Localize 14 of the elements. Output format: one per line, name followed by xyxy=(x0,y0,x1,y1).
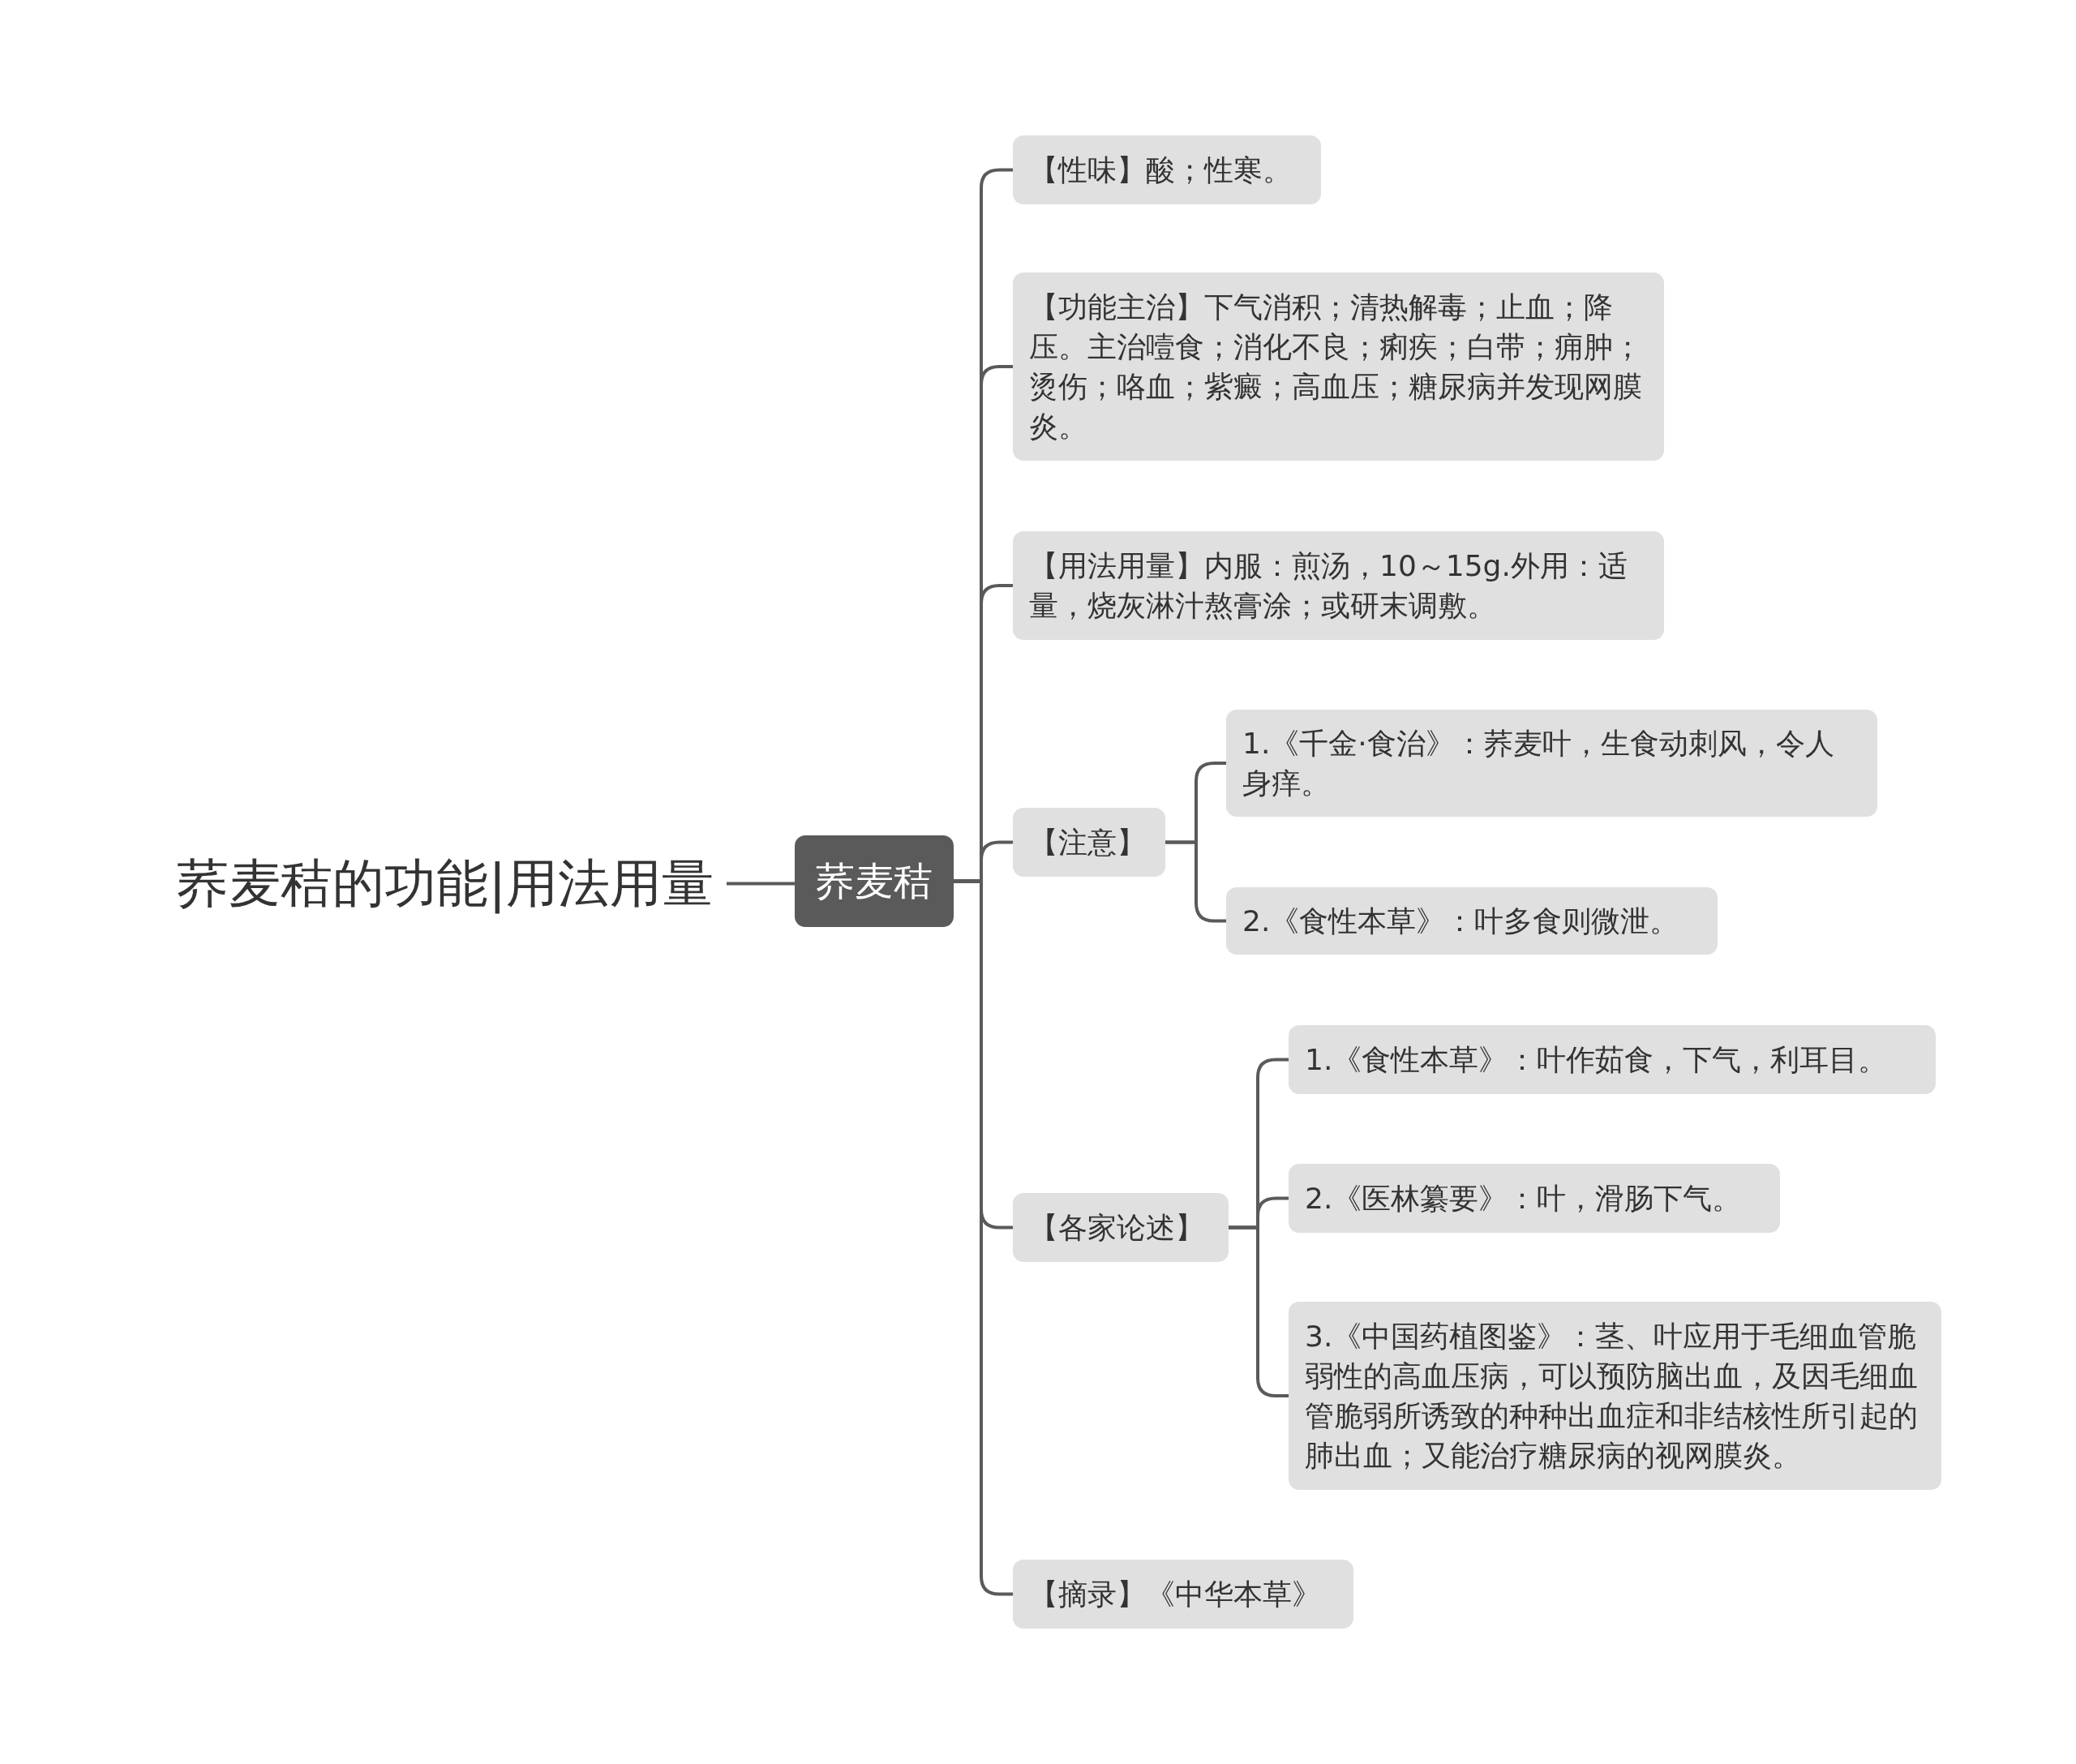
title-text: 荞麦秸的功能|用法用量 xyxy=(122,848,714,919)
subtopic-box: 1.《食性本草》：叶作茹食，下气，利耳目。 xyxy=(1289,1025,1936,1094)
topic-box: 【摘录】《中华本草》 xyxy=(1013,1560,1353,1629)
topic-box: 【用法用量】内服：煎汤，10～15g.外用：适量，烧灰淋汁熬膏涂；或研末调敷。 xyxy=(1013,531,1664,640)
subtopic-box: 3.《中国药植图鉴》：茎、叶应用于毛细血管脆弱性的高血压病，可以预防脑出血，及因毛细血管脆弱所诱致的种种出血症和非结核性所引起的肺出血；又能治疗糖尿病的视网膜炎。 xyxy=(1289,1302,1941,1490)
connector-line xyxy=(727,882,795,886)
topic-box: 【注意】 xyxy=(1013,808,1165,877)
subtopic-box: 2.《食性本草》：叶多食则微泄。 xyxy=(1226,887,1718,955)
topic-box: 【性味】酸；性寒。 xyxy=(1013,135,1321,204)
subtopic-box: 1.《千金·食治》：荞麦叶，生食动刺风，令人身痒。 xyxy=(1226,710,1877,817)
topic-box: 【功能主治】下气消积；清热解毒；止血；降压。主治噎食；消化不良；痢疾；白带；痈肿；烫伤；咯血；紫癜；高血压；糖尿病并发现网膜炎。 xyxy=(1013,273,1664,461)
subtopic-box: 2.《医林纂要》：叶，滑肠下气。 xyxy=(1289,1164,1780,1233)
central-topic-box: 荞麦秸 xyxy=(795,835,954,927)
topic-box: 【各家论述】 xyxy=(1013,1193,1229,1262)
